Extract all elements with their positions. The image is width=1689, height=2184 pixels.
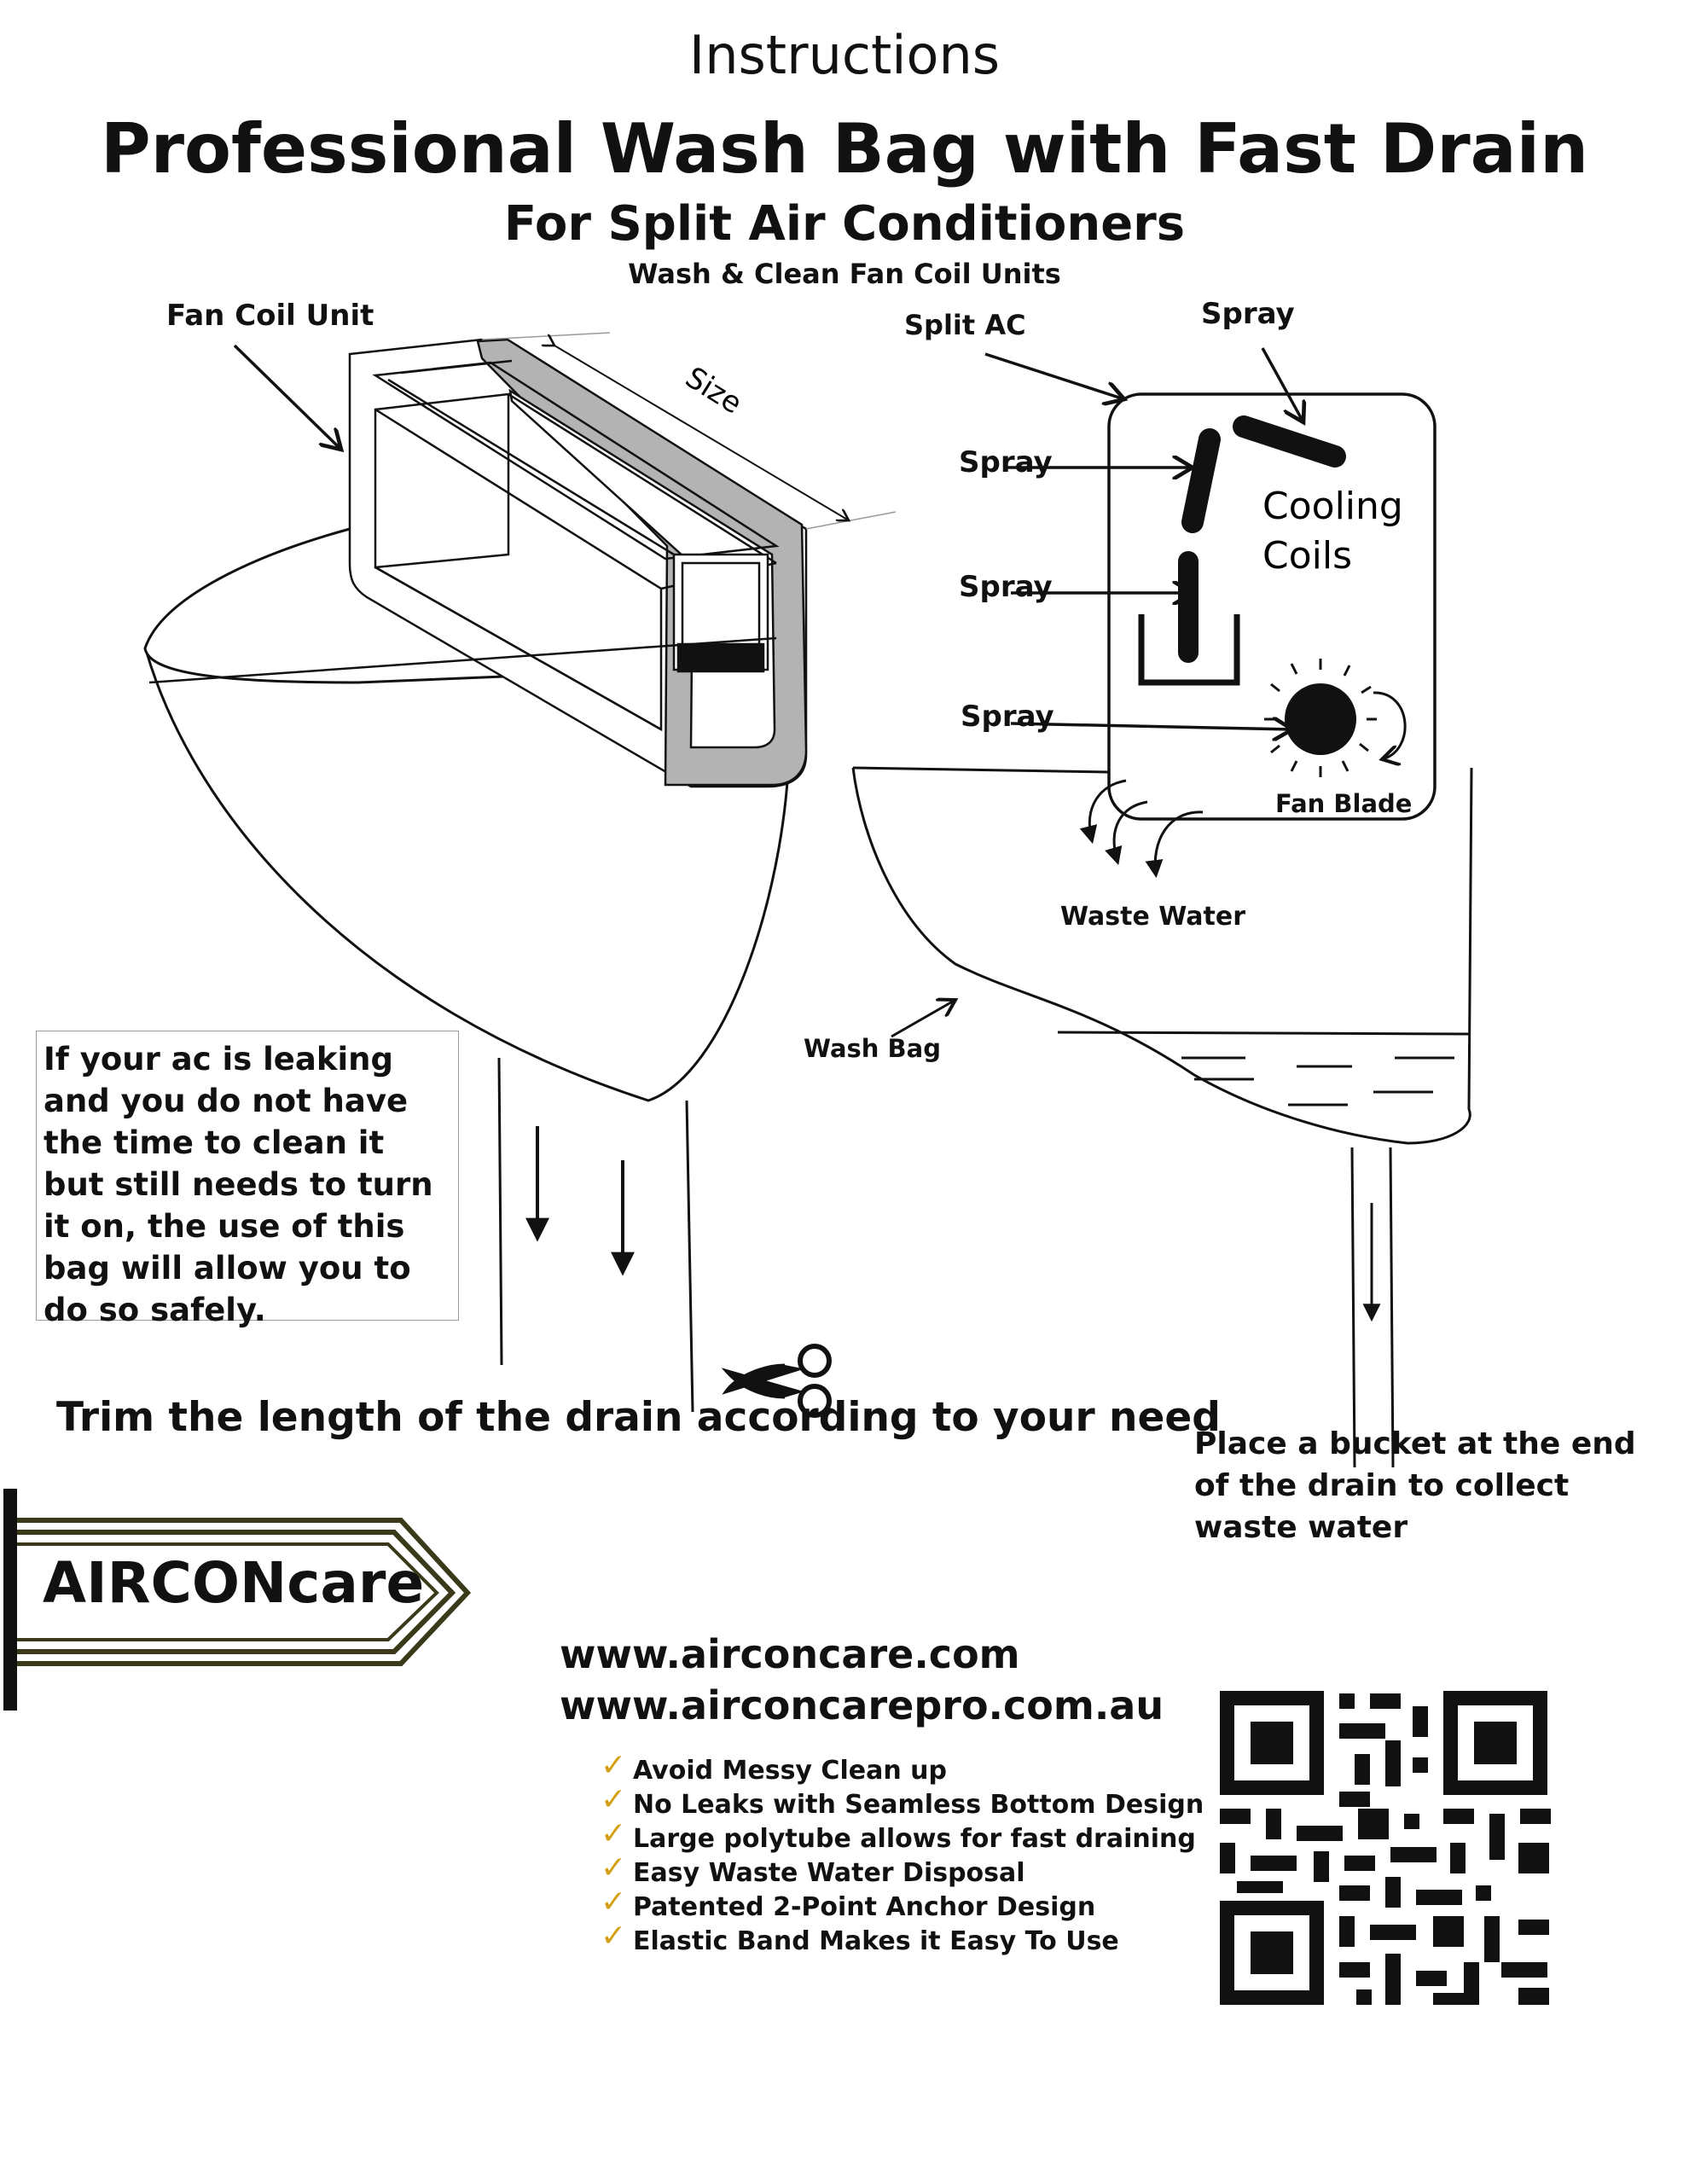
spray-label-2: Spray [959,570,1053,604]
fan-coil-unit-drawing [148,338,808,788]
leak-note-box: If your ac is leaking and you do not hav… [36,1031,459,1328]
fan-blade-label: Fan Blade [1275,789,1413,818]
feature-item: ✓No Leaks with Seamless Bottom Design [601,1782,1204,1821]
scissors-icon [721,1344,832,1418]
right-bag [851,766,1473,1468]
size-label: Size [679,361,747,421]
page-tagline: Wash & Clean Fan Coil Units [628,258,1061,290]
check-icon: ✓ [601,1748,627,1783]
fan-blade-icon [1264,659,1407,777]
wash-bag-label: Wash Bag [804,1034,941,1063]
split-ac-arrow [984,352,1124,399]
check-icon: ✓ [601,1782,627,1817]
page-subtitle: For Split Air Conditioners [503,196,1186,252]
cooling-coils-label-2: Coils [1262,534,1352,578]
wash-bag-arrow [891,1000,955,1038]
qr-code-icon [1220,1691,1551,2005]
fan-coil-unit-label: Fan Coil Unit [166,299,374,333]
spray-arrow-3 [1010,723,1292,729]
feature-item: ✓Easy Waste Water Disposal [601,1850,1025,1889]
bucket-instruction: Place a bucket at the end of the drain t… [1194,1426,1636,1545]
url-link-1[interactable]: www.airconcare.com [560,1631,1020,1677]
spray-label-1: Spray [959,445,1053,479]
url-link-2[interactable]: www.airconcarepro.com.au [560,1682,1164,1728]
check-icon: ✓ [601,1885,627,1920]
page-title: Professional Wash Bag with Fast Drain [100,109,1589,189]
fan-coil-arrow [233,344,341,450]
check-icon: ✓ [601,1850,627,1885]
cooling-coils-label-1: Cooling [1262,485,1403,528]
waste-water-label: Waste Water [1060,902,1246,932]
instructions-heading: Instructions [688,24,1001,86]
left-bag [143,527,791,1413]
feature-item: ✓Large polytube allows for fast draining [601,1816,1196,1855]
logo-text: AIRCONcare [43,1550,424,1616]
feature-item: ✓Avoid Messy Clean up [601,1748,947,1786]
spray-label-3: Spray [961,700,1054,734]
split-ac-label: Split AC [904,309,1026,341]
spray-label-top: Spray [1201,297,1295,331]
spray-arrow-top [1261,347,1303,422]
size-dimension-arrow [554,346,849,520]
trim-instruction: Trim the length of the drain according t… [56,1394,1221,1441]
airconcare-logo [3,1489,472,1711]
split-ac-drawing [1107,392,1437,821]
waste-water-arrows [1079,779,1204,879]
feature-item: ✓Elastic Band Makes it Easy To Use [601,1919,1119,1957]
feature-item: ✓Patented 2-Point Anchor Design [601,1885,1096,1923]
check-icon: ✓ [601,1919,627,1954]
feature-list: ✓Avoid Messy Clean up ✓No Leaks with Sea… [597,1748,1204,1959]
check-icon: ✓ [601,1816,627,1851]
